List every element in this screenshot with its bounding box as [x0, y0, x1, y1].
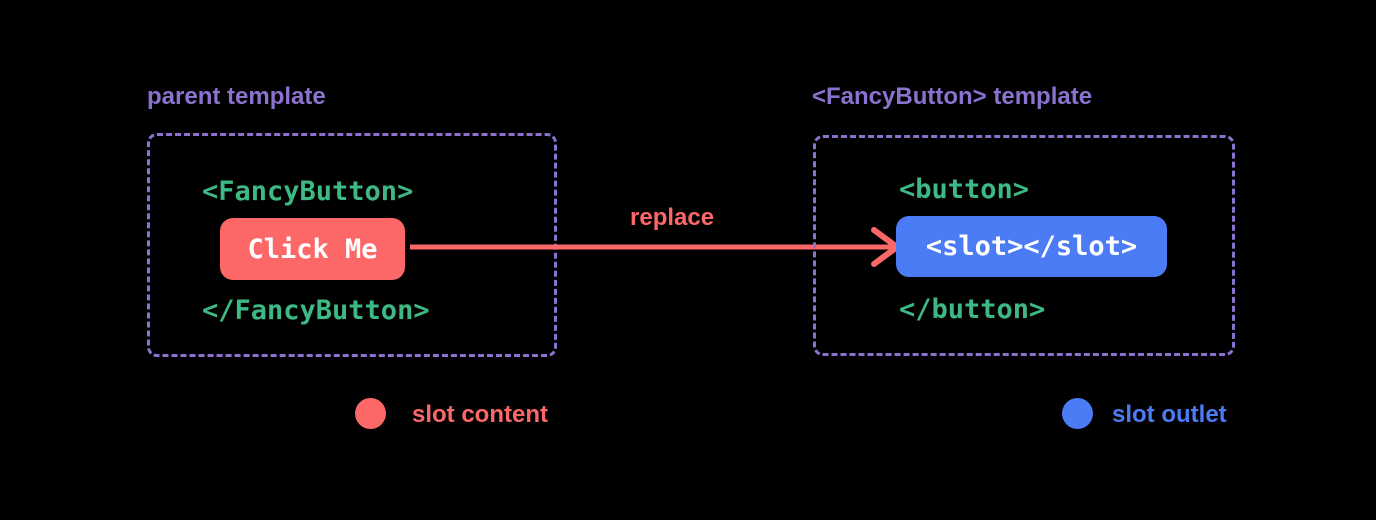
fancybutton-template-box — [813, 135, 1235, 356]
slot-outlet-legend-label: slot outlet — [1112, 401, 1227, 428]
fancybutton-template-label: <FancyButton> template — [812, 83, 1093, 110]
button-close-tag-code: </button> — [899, 294, 1046, 325]
replace-arrow-label: replace — [630, 204, 715, 231]
parent-open-tag-code: <FancyButton> — [202, 176, 414, 207]
parent-close-tag-code: </FancyButton> — [202, 295, 430, 326]
slot-outlet-code: <slot></slot> — [925, 231, 1138, 262]
slot-outlet-box: <slot></slot> — [896, 216, 1167, 277]
click-me-button-label: Click Me — [247, 233, 378, 265]
slot-outlet-legend-dot — [1062, 398, 1093, 429]
click-me-button: Click Me — [220, 218, 405, 280]
parent-template-label: parent template — [147, 83, 326, 110]
slot-content-legend-dot — [355, 398, 386, 429]
button-open-tag-code: <button> — [899, 174, 1030, 205]
slot-content-legend-label: slot content — [412, 401, 548, 428]
